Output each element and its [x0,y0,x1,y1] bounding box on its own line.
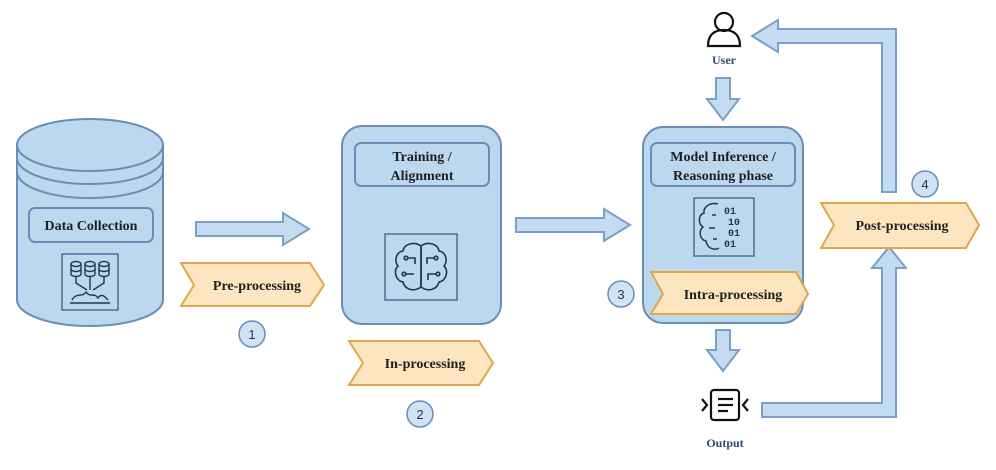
arrow-output-to-postprocessing [761,245,909,418]
stage-intra-processing-label: Intra-processing [684,288,783,303]
arrow-user-to-inference [704,77,742,122]
stage-in-processing: In-processing [347,340,495,386]
output-document-icon [701,388,749,422]
step-1-number: 1 [248,327,255,342]
data-collection-label-box [28,207,154,243]
inference-label-box [650,142,796,187]
step-1-badge: 1 [238,320,266,348]
inference-label-line2: Reasoning phase [673,169,773,184]
step-3-badge: 3 [607,280,635,308]
data-collection-cylinder: Data Collection [16,118,164,327]
training-label-box [354,142,490,187]
data-collection-label: Data Collection [45,219,138,234]
training-label-line1: Training / [392,150,452,165]
stage-post-processing: Post-processing [819,202,981,249]
step-2-badge: 2 [406,400,434,428]
arrow-db-to-training [195,211,311,247]
stage-pre-processing-label: Pre-processing [213,279,301,294]
arrow-postprocessing-to-user [750,18,897,193]
inference-label-line1: Model Inference / [670,150,777,165]
stage-post-processing-label: Post-processing [855,219,948,234]
output-label: Output [706,436,743,450]
stage-intra-processing: Intra-processing [649,271,810,315]
training-alignment-box: Training / Alignment [341,125,502,325]
step-4-number: 4 [921,177,928,192]
binary-row-4: 01 [724,240,736,251]
user-icon [706,11,742,48]
step-3-number: 3 [617,287,624,302]
binary-row-2: 10 [728,218,740,229]
step-2-number: 2 [416,407,423,422]
step-4-badge: 4 [911,170,939,198]
database-icon [61,253,119,311]
brain-binary-icon: 01 10 01 01 [693,197,755,257]
stage-pre-processing: Pre-processing [179,262,326,307]
output-node: Output [701,388,749,450]
binary-row-3: 01 [728,229,740,240]
arrow-inference-to-output [704,329,742,373]
brain-circuit-icon [384,233,458,301]
user-label: User [712,53,737,67]
user-node: User [706,11,742,67]
arrow-training-to-inference [515,207,632,243]
binary-row-1: 01 [724,207,736,218]
training-label-line2: Alignment [391,169,454,184]
stage-in-processing-label: In-processing [385,357,466,372]
